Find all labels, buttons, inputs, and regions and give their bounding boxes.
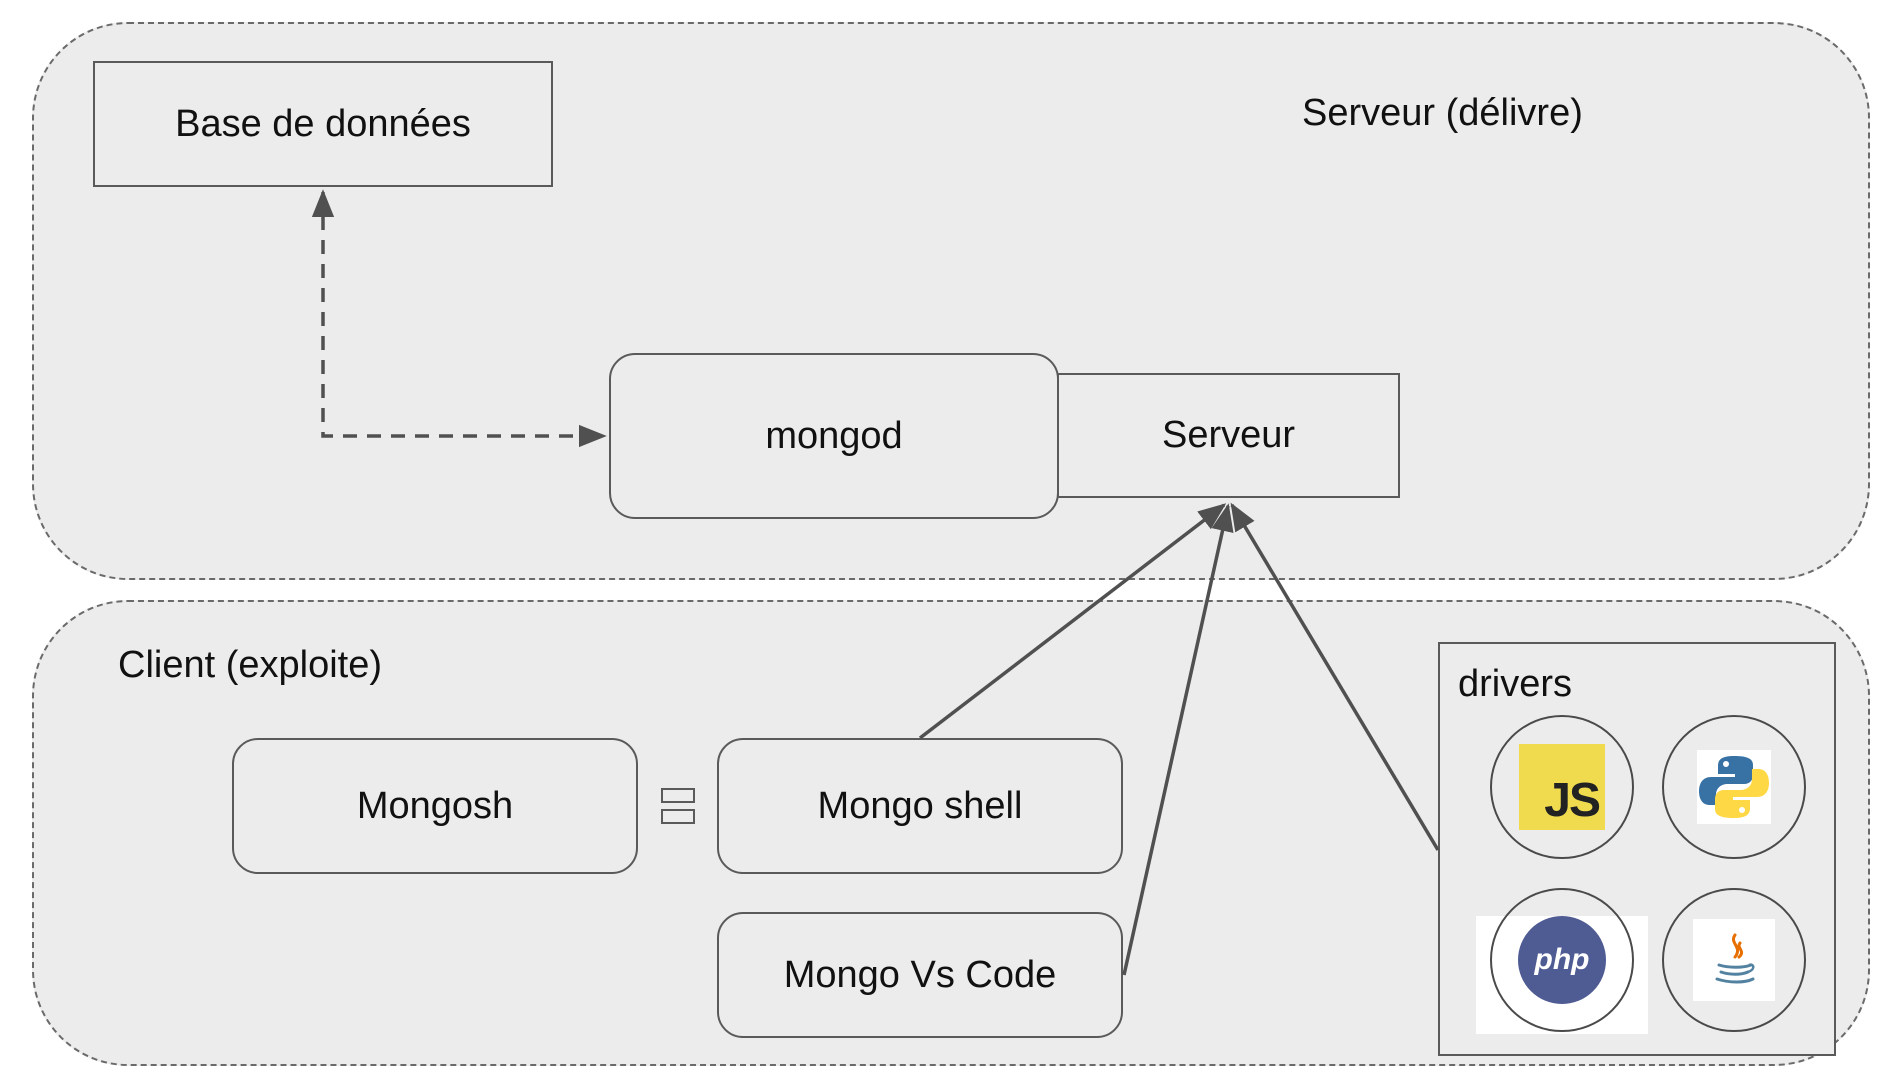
equivalent-icon (661, 788, 695, 824)
javascript-logo-text: JS (1544, 774, 1601, 827)
mongo-shell-node[interactable]: Mongo shell (717, 738, 1123, 874)
java-logo (1693, 919, 1775, 1001)
mongo-shell-to-serveur-arrow (918, 503, 1227, 740)
client-zone-title: Client (exploite) (118, 644, 382, 686)
python-logo (1697, 750, 1771, 824)
database-node[interactable]: Base de données (93, 61, 553, 187)
python-icon[interactable] (1662, 715, 1806, 859)
javascript-icon[interactable]: JS (1490, 715, 1634, 859)
mongosh-node[interactable]: Mongosh (232, 738, 638, 874)
php-logo: php (1518, 916, 1606, 1004)
drivers-to-serveur-arrow (1230, 502, 1440, 851)
mongod-node[interactable]: mongod (609, 353, 1059, 519)
mongo-vscode-to-serveur-arrow (1122, 503, 1234, 976)
db-mongod-connector (311, 189, 607, 448)
php-icon[interactable]: php (1490, 888, 1634, 1032)
server-zone-title: Serveur (délivre) (1302, 92, 1583, 134)
php-logo-text: php (1534, 943, 1590, 976)
javascript-logo: JS (1519, 744, 1605, 830)
mongo-vscode-node[interactable]: Mongo Vs Code (717, 912, 1123, 1038)
java-icon[interactable] (1662, 888, 1806, 1032)
drivers-title: drivers (1458, 663, 1573, 705)
